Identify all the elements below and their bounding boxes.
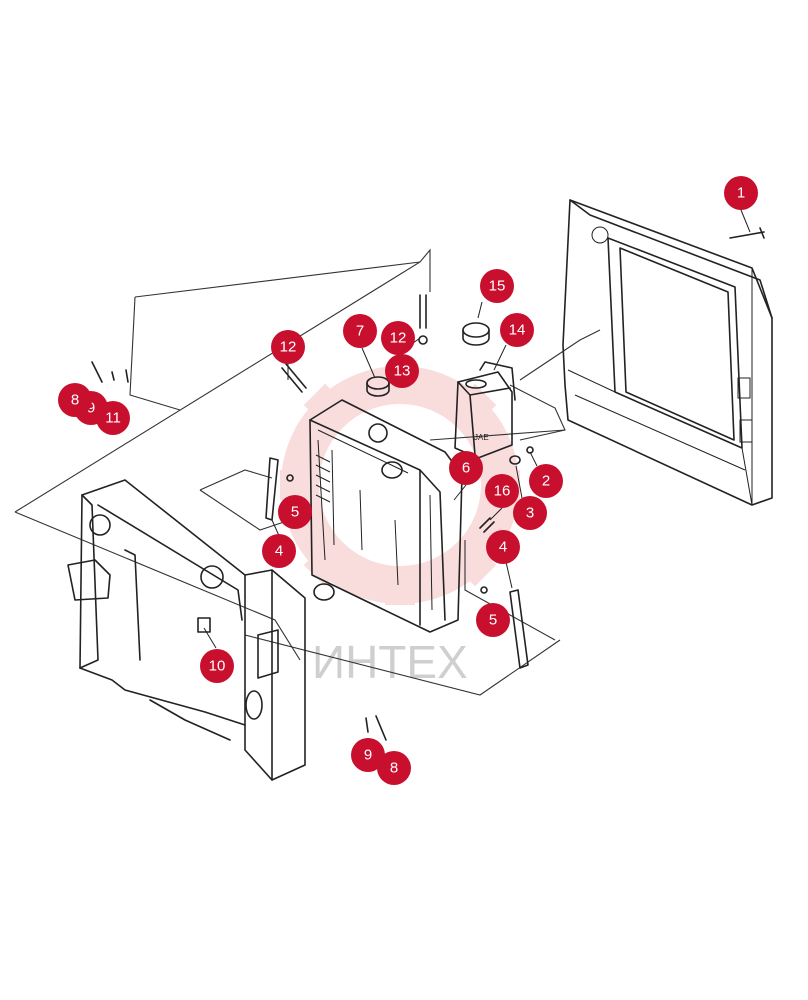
svg-text:8: 8 bbox=[390, 760, 398, 777]
callout-15: 15 bbox=[480, 269, 514, 303]
svg-text:JAE: JAE bbox=[474, 433, 489, 442]
callout-6: 6 bbox=[449, 451, 483, 485]
assembly-guide-lines bbox=[14, 248, 601, 696]
svg-text:1: 1 bbox=[737, 185, 745, 202]
callout-5: 5 bbox=[476, 603, 510, 637]
overflow-hose bbox=[281, 294, 428, 393]
support-frame bbox=[67, 479, 306, 781]
svg-text:14: 14 bbox=[509, 322, 526, 339]
svg-text:8: 8 bbox=[71, 392, 79, 409]
svg-text:7: 7 bbox=[356, 323, 364, 340]
radiator-cap bbox=[366, 376, 390, 397]
expansion-tank: JAE bbox=[454, 361, 516, 459]
tank-cap bbox=[462, 322, 490, 346]
callout-badges: 1 2 3 4 4 5 5 6 7 9 11 8 9 8 10 12 12 13… bbox=[58, 176, 758, 785]
frame-shroud bbox=[562, 199, 773, 506]
svg-text:12: 12 bbox=[390, 330, 407, 347]
callout-1: 1 bbox=[724, 176, 758, 210]
svg-text:4: 4 bbox=[275, 543, 283, 560]
callout-13: 13 bbox=[385, 354, 419, 388]
callout-14: 14 bbox=[500, 313, 534, 347]
svg-text:16: 16 bbox=[494, 483, 511, 500]
callout-7: 7 bbox=[343, 314, 377, 348]
svg-text:9: 9 bbox=[364, 747, 372, 764]
callout-16: 16 bbox=[485, 474, 519, 508]
bolt-set-lower bbox=[365, 715, 387, 741]
callout-3: 3 bbox=[513, 496, 547, 530]
svg-text:2: 2 bbox=[542, 473, 550, 490]
svg-text:15: 15 bbox=[489, 278, 506, 295]
radiator bbox=[309, 399, 463, 633]
svg-text:10: 10 bbox=[209, 658, 226, 675]
svg-text:4: 4 bbox=[499, 539, 507, 556]
svg-text:5: 5 bbox=[291, 504, 299, 521]
callout-11: 11 bbox=[96, 401, 130, 435]
svg-text:13: 13 bbox=[394, 363, 411, 380]
svg-text:11: 11 bbox=[105, 410, 121, 427]
callout-4: 4 bbox=[262, 534, 296, 568]
svg-text:6: 6 bbox=[462, 460, 470, 477]
svg-text:9: 9 bbox=[87, 400, 95, 417]
callout-9: 9 bbox=[351, 738, 385, 772]
callout-5: 5 bbox=[278, 495, 312, 529]
callout-8: 8 bbox=[58, 383, 92, 417]
svg-text:3: 3 bbox=[526, 505, 534, 522]
watermark-text: ИНТЕХ bbox=[312, 636, 468, 688]
bolt-set-upper bbox=[91, 361, 129, 383]
callout-2: 2 bbox=[529, 464, 563, 498]
callout-10: 10 bbox=[200, 649, 234, 683]
svg-text:5: 5 bbox=[489, 612, 497, 629]
callout-8: 8 bbox=[377, 751, 411, 785]
callout-12: 12 bbox=[271, 330, 305, 364]
callout-4: 4 bbox=[486, 530, 520, 564]
svg-text:12: 12 bbox=[280, 339, 297, 356]
callout-12: 12 bbox=[381, 321, 415, 355]
